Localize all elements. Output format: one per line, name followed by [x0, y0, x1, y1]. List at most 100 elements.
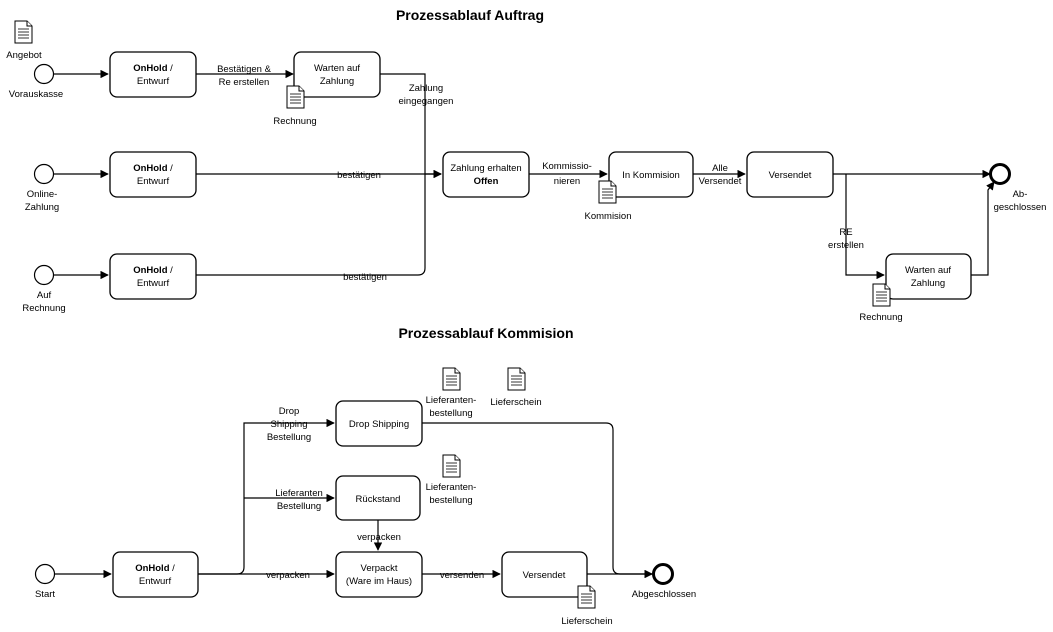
task-verpackt[interactable]: Verpackt (Ware im Haus): [335, 551, 423, 598]
rechnung-1-label: Rechnung: [273, 116, 316, 127]
onhold-2-sub: Entwurf: [137, 176, 170, 187]
edge-rechnung-zahlung: [196, 174, 426, 276]
task-onhold-kommision[interactable]: OnHold / Entwurf: [112, 551, 199, 598]
task-rueckstand[interactable]: Rückstand: [335, 475, 421, 521]
end-event-kommision[interactable]: [652, 563, 674, 585]
edge-label-re-erstellen-2: erstellen: [828, 240, 864, 251]
title-auftrag: Prozessablauf Auftrag: [396, 7, 544, 23]
onhold-1-slash: /: [168, 63, 174, 74]
task-versendet-kommision[interactable]: Versendet: [501, 551, 588, 598]
task-onhold-3[interactable]: OnHold / Entwurf: [109, 253, 197, 300]
task-onhold-2[interactable]: OnHold / Entwurf: [109, 151, 197, 198]
lieferanten-doc-icon-1: [442, 367, 461, 391]
edge-label-zahlung-eingegangen-2: eingegangen: [399, 96, 454, 107]
rechnung-2-label: Rechnung: [859, 312, 902, 323]
task-zahlung-erhalten[interactable]: Zahlung erhalten Offen: [442, 151, 530, 198]
onhold-3-sub: Entwurf: [137, 278, 170, 289]
start-event-rechnung[interactable]: [33, 264, 55, 286]
edge-label-lieferanten-1: Lieferanten: [275, 488, 323, 499]
edge-label-alle-versendet-2: Versendet: [699, 176, 742, 187]
start-rechnung-label-2: Rechnung: [22, 303, 65, 314]
lieferanten-doc-1-line-1: Lieferanten-: [426, 395, 477, 406]
edge-onhold-drop: [198, 418, 335, 575]
onhold-k-slash: /: [170, 563, 176, 574]
kommision-doc-icon: [598, 180, 617, 204]
rechnung-doc-icon-2: [872, 283, 891, 307]
edge-label-versenden: versenden: [440, 570, 484, 581]
kommision-doc-label: Kommision: [585, 211, 632, 222]
start-vorkasse-label: Vorauskasse: [9, 89, 63, 100]
svg-text:OnHold /: OnHold /: [133, 63, 173, 74]
task-in-kommision[interactable]: In Kommision: [608, 151, 694, 198]
versendet-auftrag-label: Versendet: [769, 170, 812, 181]
end-kommision-label: Abgeschlossen: [632, 589, 696, 600]
lieferanten-doc-2-line-1: Lieferanten-: [426, 482, 477, 493]
onhold-k-bold: OnHold: [135, 563, 169, 574]
onhold-1-bold: OnHold: [133, 63, 167, 74]
warten-2-line-1: Warten auf: [905, 265, 951, 276]
end-auftrag-label-1: Ab-: [1013, 189, 1028, 200]
edge-label-verpacken-down: verpacken: [357, 532, 401, 543]
onhold-2-slash: /: [168, 163, 174, 174]
start-event-online[interactable]: [33, 163, 55, 185]
verpackt-line-2: (Ware im Haus): [346, 576, 412, 587]
onhold-k-sub: Entwurf: [139, 576, 172, 587]
edge-label-alle-versendet-1: Alle: [712, 163, 728, 174]
edge-warten-end: [971, 181, 995, 276]
edge-label-zahlung-eingegangen-1: Zahlung: [409, 83, 443, 94]
task-warten-zahlung-1[interactable]: Warten auf Zahlung: [293, 51, 381, 98]
edge-label-drop-2: Shipping: [271, 419, 308, 430]
in-kommision-label: In Kommision: [622, 170, 680, 181]
lieferanten-doc-1-line-2: bestellung: [429, 408, 472, 419]
task-warten-zahlung-2[interactable]: Warten auf Zahlung: [885, 253, 972, 300]
warten-1-line-1: Warten auf: [314, 63, 360, 74]
edge-drop-end: [422, 422, 653, 579]
onhold-1-sub: Entwurf: [137, 76, 170, 87]
task-drop-shipping[interactable]: Drop Shipping: [335, 400, 423, 447]
title-kommision: Prozessablauf Kommision: [398, 325, 573, 341]
lieferanten-doc-2-line-2: bestellung: [429, 495, 472, 506]
zahlung-erhalten-label: Zahlung erhalten: [450, 163, 521, 174]
edge-label-bestaetigen-re-2: Re erstellen: [219, 77, 270, 88]
start-online-label-1: Online-: [27, 189, 58, 200]
lieferanten-doc-icon-2: [442, 454, 461, 478]
task-versendet-auftrag[interactable]: Versendet: [746, 151, 834, 198]
kommision-edges: [55, 418, 653, 579]
edge-versendet-warten: [845, 174, 885, 280]
zahlung-offen-label: Offen: [474, 176, 499, 187]
versendet-kommision-label: Versendet: [523, 570, 566, 581]
angebot-label: Angebot: [6, 50, 42, 61]
onhold-2-bold: OnHold: [133, 163, 167, 174]
edge-label-drop-3: Bestellung: [267, 432, 311, 443]
rueckstand-label: Rückstand: [356, 494, 401, 505]
svg-text:OnHold /: OnHold /: [133, 163, 173, 174]
edge-label-drop-1: Drop: [279, 406, 300, 417]
onhold-3-bold: OnHold: [133, 265, 167, 276]
start-online-label-2: Zahlung: [25, 202, 59, 213]
edge-label-kommissionieren-2: nieren: [554, 176, 580, 187]
edge-label-lieferanten-2: Bestellung: [277, 501, 321, 512]
auftrag-edges: [54, 69, 995, 280]
edge-label-bestaetigen-online: bestätigen: [337, 170, 381, 181]
svg-text:OnHold /: OnHold /: [133, 265, 173, 276]
edge-label-re-erstellen-1: RE: [839, 227, 852, 238]
onhold-3-slash: /: [168, 265, 174, 276]
angebot-doc-icon: [14, 20, 33, 44]
lieferschein-doc-2-label: Lieferschein: [561, 616, 612, 627]
warten-2-line-2: Zahlung: [911, 278, 945, 289]
lieferschein-doc-icon-2: [577, 585, 596, 609]
lieferschein-doc-1-label: Lieferschein: [490, 397, 541, 408]
start-event-kommision[interactable]: [34, 563, 56, 585]
edge-label-kommissionieren-1: Kommissio-: [542, 161, 592, 172]
lieferschein-doc-icon-1: [507, 367, 526, 391]
verpackt-line-1: Verpackt: [361, 563, 398, 574]
edge-label-bestaetigen-re-1: Bestätigen &: [217, 64, 272, 75]
start-event-vorkasse[interactable]: [33, 63, 55, 85]
task-onhold-1[interactable]: OnHold / Entwurf: [109, 51, 197, 98]
start-rechnung-label-1: Auf: [37, 290, 52, 301]
svg-text:OnHold /: OnHold /: [135, 563, 175, 574]
drop-shipping-label: Drop Shipping: [349, 419, 409, 430]
end-event-auftrag[interactable]: [989, 163, 1011, 185]
start-kommision-label: Start: [35, 589, 55, 600]
